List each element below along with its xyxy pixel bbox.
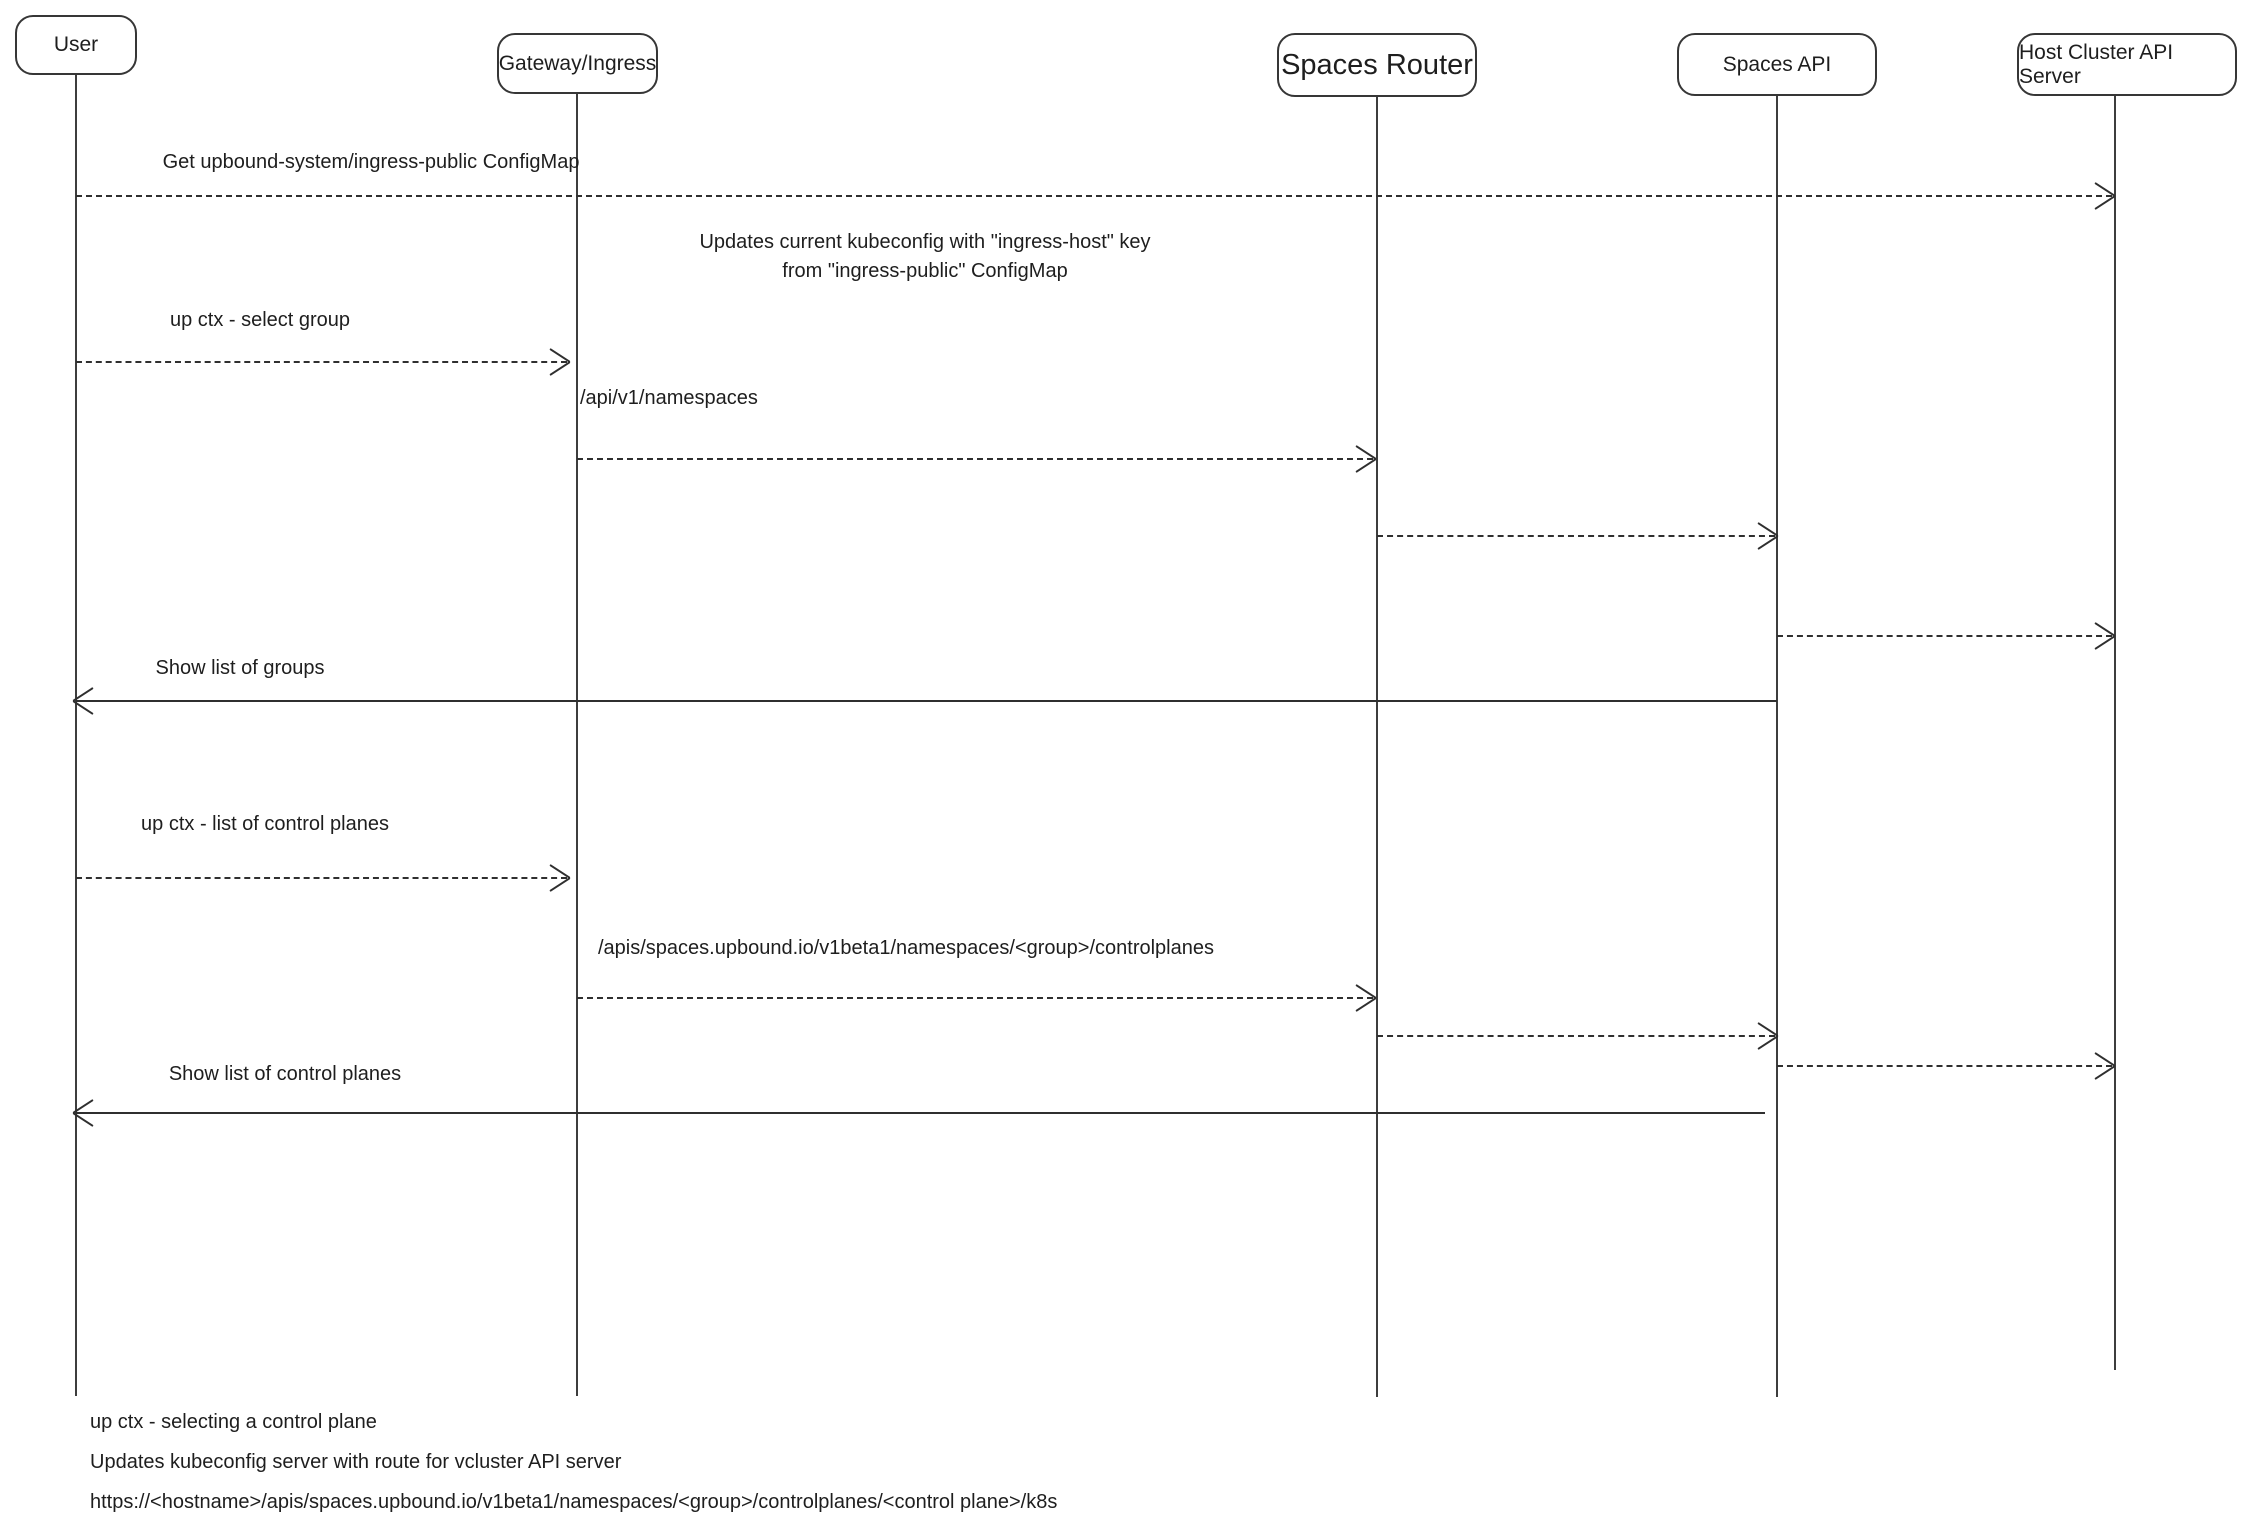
actor-gateway-ingress: Gateway/Ingress [497, 33, 658, 94]
arrow-gateway-to-router-controlplanes [577, 997, 1373, 999]
lifeline-gateway-ingress [576, 94, 578, 1396]
arrowhead-right-icon [544, 344, 570, 380]
arrow-api-to-host-groups [1777, 635, 2112, 637]
message-label-show-control-planes: Show list of control planes [168, 1063, 402, 1085]
arrowhead-right-icon [2089, 178, 2115, 214]
arrow-return-show-groups [76, 700, 1777, 702]
actor-spaces-api: Spaces API [1677, 33, 1877, 96]
arrowhead-left-icon [73, 1095, 99, 1131]
arrowhead-right-icon [544, 860, 570, 896]
actor-user: User [15, 15, 137, 75]
arrow-user-to-gateway-list-control-planes [76, 877, 567, 879]
arrow-return-show-control-planes [76, 1112, 1765, 1114]
message-label-get-configmap: Get upbound-system/ingress-public Config… [162, 151, 580, 173]
arrowhead-right-icon [2089, 1048, 2115, 1084]
arrowhead-right-icon [1752, 518, 1778, 554]
lifeline-spaces-router [1376, 97, 1378, 1397]
arrow-router-to-api-groups [1377, 535, 1775, 537]
arrowhead-right-icon [1752, 1018, 1778, 1054]
arrowhead-right-icon [2089, 618, 2115, 654]
lifeline-host-cluster-api-server [2114, 96, 2116, 1370]
actor-spaces-api-label: Spaces API [1722, 52, 1832, 76]
actor-host-cluster-api-server-label: Host Cluster API Server [2019, 40, 2174, 88]
actor-user-label: User [53, 33, 99, 56]
arrow-router-to-api-controlplanes [1377, 1035, 1775, 1037]
lifeline-user [75, 75, 77, 1396]
arrow-user-to-gateway-select-group [76, 361, 567, 363]
arrowhead-left-icon [73, 683, 99, 719]
message-label-namespaces-request: /api/v1/namespaces [580, 387, 758, 409]
actor-spaces-router-label: Spaces Router [1281, 48, 1473, 81]
actor-host-cluster-api-server: Host Cluster API Server [2017, 33, 2237, 96]
footer-note-vcluster-url: https://<hostname>/apis/spaces.upbound.i… [90, 1491, 1058, 1513]
note-kubeconfig-update: Updates current kubeconfig with "ingress… [625, 228, 1225, 286]
actor-spaces-router: Spaces Router [1277, 33, 1477, 97]
actor-gateway-ingress-label: Gateway/Ingress [498, 51, 657, 75]
arrow-user-to-host-get-configmap [76, 195, 2112, 197]
arrowhead-right-icon [1350, 441, 1376, 477]
message-label-show-groups: Show list of groups [155, 657, 325, 679]
footer-note-selecting-control-plane: up ctx - selecting a control plane [90, 1411, 377, 1433]
note-kubeconfig-line2: from "ingress-public" ConfigMap [782, 260, 1068, 282]
message-label-select-group: up ctx - select group [169, 309, 351, 331]
arrow-gateway-to-router-namespaces [577, 458, 1373, 460]
message-label-controlplanes-request: /apis/spaces.upbound.io/v1beta1/namespac… [598, 937, 1214, 959]
note-kubeconfig-line1: Updates current kubeconfig with "ingress… [699, 231, 1151, 253]
message-label-list-control-planes: up ctx - list of control planes [141, 813, 389, 835]
arrowhead-right-icon [1350, 980, 1376, 1016]
arrow-api-to-host-controlplanes [1777, 1065, 2112, 1067]
footer-note-updates-kubeconfig: Updates kubeconfig server with route for… [90, 1451, 622, 1473]
lifeline-spaces-api [1776, 96, 1778, 1397]
